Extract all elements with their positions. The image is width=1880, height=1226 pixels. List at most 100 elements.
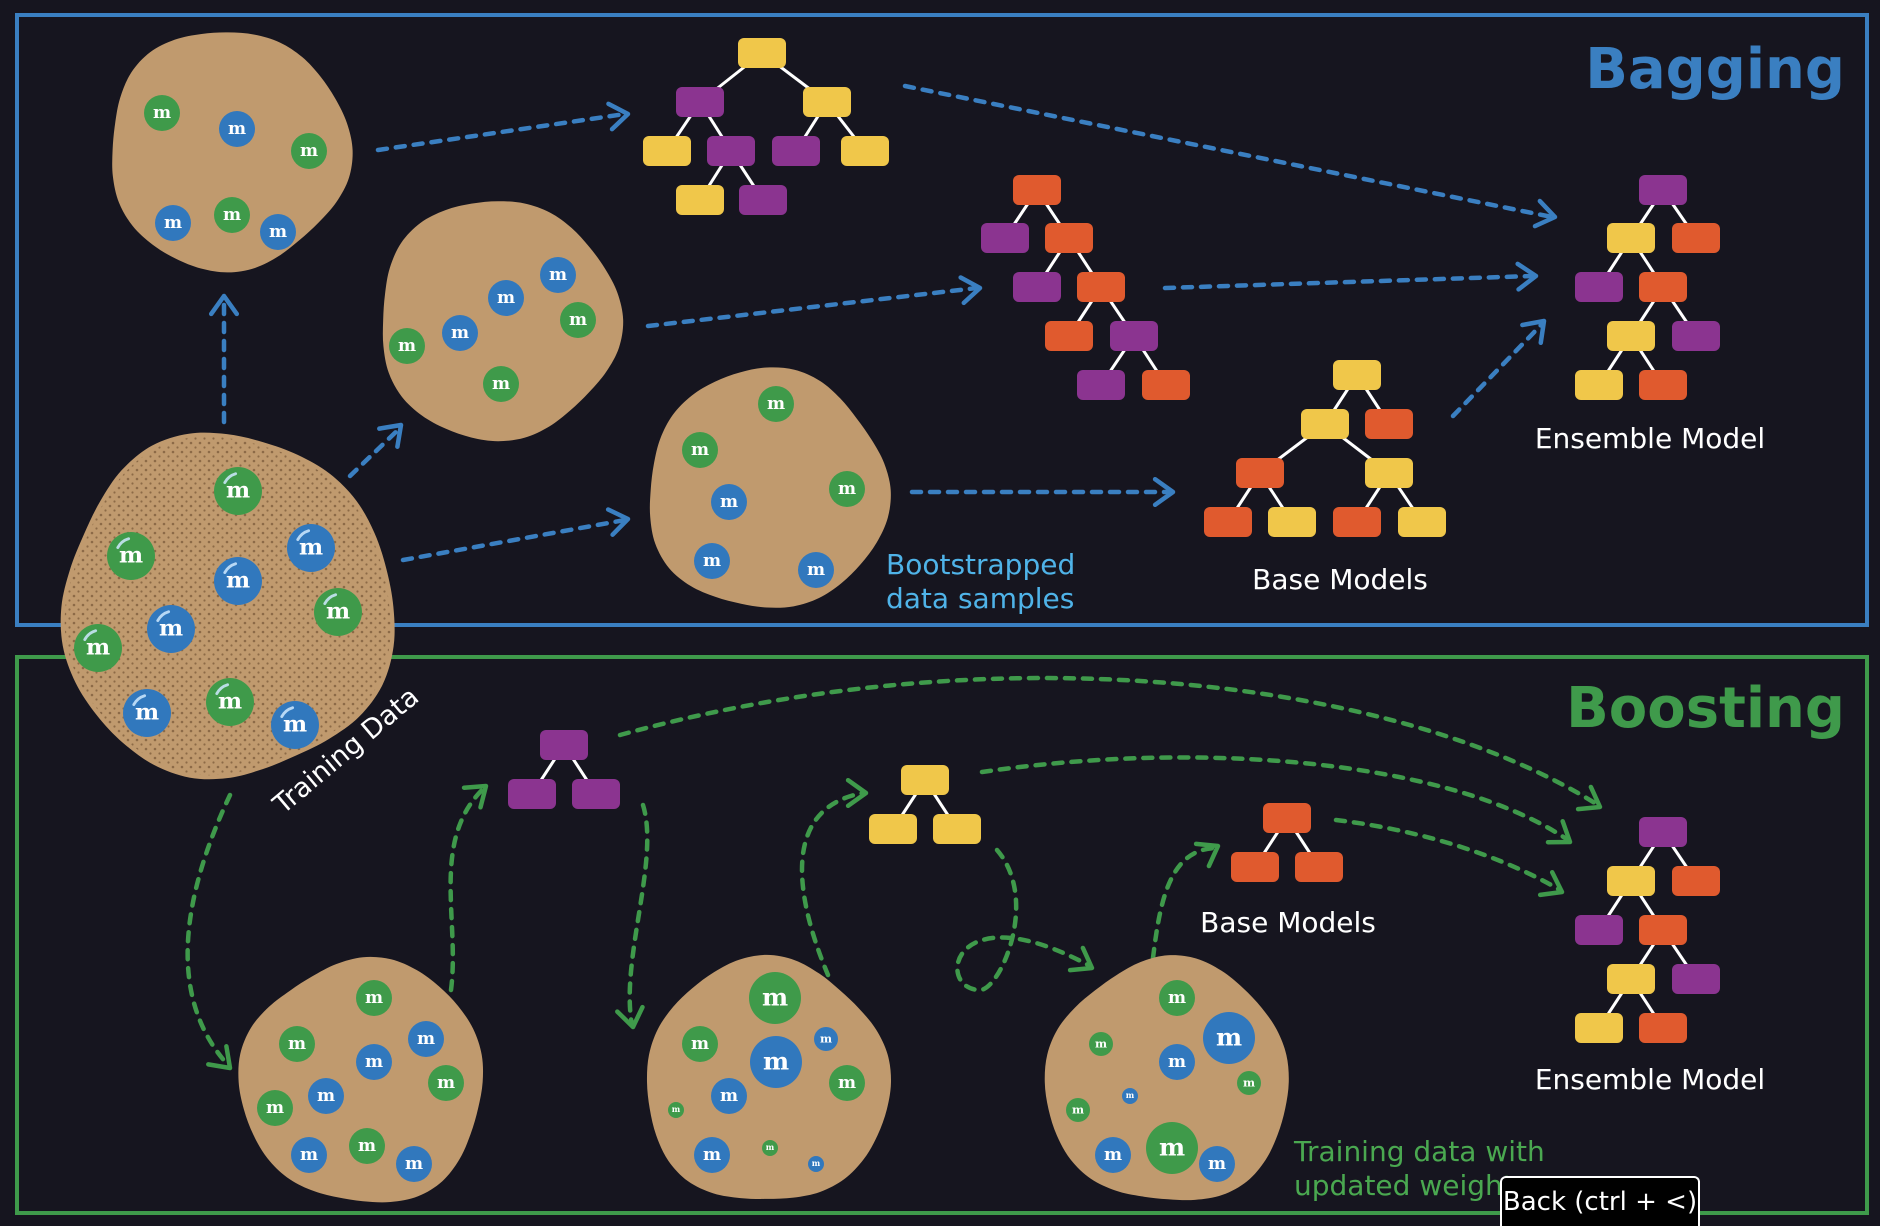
ball-body [762, 1140, 778, 1156]
arrow-training-to-sample3 [400, 507, 631, 563]
tree-node-icon [1639, 817, 1687, 847]
ball-icon: m [308, 1078, 344, 1114]
ball-icon: m [349, 1128, 385, 1164]
ball-body [829, 471, 865, 507]
ball-icon: m [483, 366, 519, 402]
tree-node-icon [1639, 1013, 1687, 1043]
ball-icon: m [214, 557, 262, 605]
arrowhead-icon [605, 507, 631, 537]
ball-gloss [223, 562, 238, 575]
weights-caption-line2: updated weights [1294, 1169, 1528, 1202]
dashed-arrow-path [645, 285, 980, 329]
arrowhead-icon [615, 1004, 645, 1030]
arrowhead-icon [1067, 945, 1095, 973]
tree-node-icon [1013, 272, 1061, 302]
ball-letter: m [763, 1046, 789, 1075]
tree-node-icon [1672, 964, 1720, 994]
ball-body [711, 1078, 747, 1114]
bagging-ensemble-tree [1575, 175, 1720, 400]
ball-icon: m [829, 1065, 865, 1101]
tree-node-icon [1045, 223, 1093, 253]
bagging-base-models-label: Base Models [1252, 563, 1428, 596]
ball-icon: m [540, 257, 576, 293]
ball-icon: m [214, 467, 262, 515]
ball-icon: m [668, 1102, 684, 1118]
ball-letter: m [703, 551, 721, 571]
dashed-arrow-path [375, 111, 628, 153]
model-trees [508, 38, 1720, 1043]
ball-letter: m [1216, 1022, 1242, 1051]
ball-icon: m [749, 972, 801, 1024]
ball-body [668, 1102, 684, 1118]
ball-body [814, 1027, 838, 1051]
ball-letter: m [417, 1029, 435, 1049]
ball-letter: m [300, 1145, 318, 1165]
tree-node-icon [738, 38, 786, 68]
ball-letter: m [767, 394, 785, 414]
ball-icon: m [206, 678, 254, 726]
tree-node-icon [1268, 507, 1316, 537]
ball-letter: m [218, 689, 242, 715]
arrow-sample1-to-tree1 [375, 101, 631, 153]
ball-gloss [215, 683, 230, 696]
ball-letter: m [226, 478, 250, 504]
ball-body [483, 366, 519, 402]
tree-node-icon [1607, 964, 1655, 994]
ball-letter: m [766, 1142, 775, 1152]
ball-icon: m [1203, 1012, 1255, 1064]
dashed-arrow-path [1162, 273, 1536, 291]
arrow-sample3-to-tree3 [909, 476, 1176, 508]
ball-icon: m [442, 315, 478, 351]
tree-node-icon [1301, 409, 1349, 439]
ball-gloss [280, 706, 295, 719]
arrowhead-icon [1575, 784, 1603, 812]
ball-body [694, 543, 730, 579]
tree-node-icon [739, 185, 787, 215]
ball-icon: m [214, 197, 250, 233]
tree-node-icon [676, 87, 724, 117]
back-button[interactable]: Back (ctrl + <) [1500, 1176, 1700, 1226]
arrow-boost-tree1-to-ensemble [617, 675, 1603, 812]
ball-body [1199, 1146, 1235, 1182]
ball-letter: m [288, 1034, 306, 1054]
ball-icon: m [123, 689, 171, 737]
ball-letter: m [1126, 1090, 1135, 1100]
arrowhead-icon [1193, 841, 1221, 869]
arrowhead-icon [377, 422, 404, 449]
arrowhead-icon [206, 1044, 233, 1071]
ball-letter: m [365, 1052, 383, 1072]
ball-letter: m [672, 1104, 681, 1114]
ball-body [442, 315, 478, 351]
boosting-panel [15, 655, 1869, 1215]
ball-body [682, 1026, 718, 1062]
ball-letter: m [720, 492, 738, 512]
arrow-tree2-to-weighted3 [955, 847, 1095, 993]
ball-icon: m [758, 386, 794, 422]
ball-icon: m [257, 1090, 293, 1126]
ball-body [349, 1128, 385, 1164]
dashed-arrow-path [1150, 845, 1218, 961]
ball-icon: m [798, 552, 834, 588]
ball-icon: m [814, 1027, 838, 1051]
ball-letter: m [451, 323, 469, 343]
ball-icon: m [356, 980, 392, 1016]
tree-node-icon [1639, 370, 1687, 400]
arrow-tree1-to-weighted2 [615, 802, 650, 1030]
ball-body [540, 257, 576, 293]
tree-node-icon [1333, 360, 1381, 390]
ball-icon: m [291, 133, 327, 169]
tree-node-icon [1575, 915, 1623, 945]
ball-body [798, 552, 834, 588]
ball-icon: m [808, 1156, 824, 1172]
ball-letter: m [153, 103, 171, 123]
ball-icon: m [219, 111, 255, 147]
ball-letter: m [1168, 988, 1186, 1008]
tree-node-icon [803, 87, 851, 117]
ball-body [291, 1137, 327, 1173]
tree-node-icon [1077, 272, 1125, 302]
tree-node-icon [1575, 1013, 1623, 1043]
ball-body [1203, 1012, 1255, 1064]
tree-node-icon [901, 765, 949, 795]
tree-node-icon [1607, 866, 1655, 896]
